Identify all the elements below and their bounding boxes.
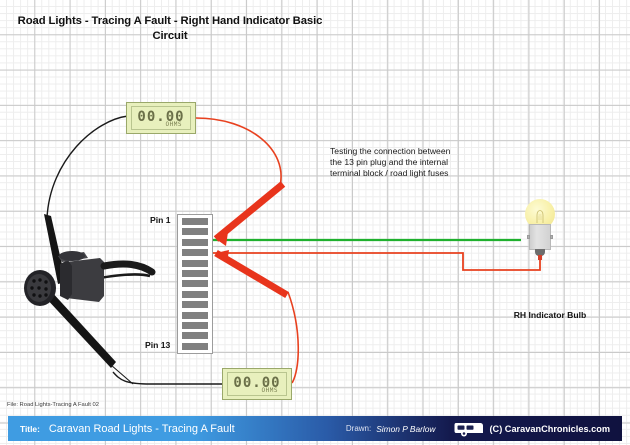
footer-title-label: Title: [20,423,40,434]
wire-red-block-to-bulb [212,252,541,271]
terminal-segment[interactable] [182,342,208,350]
meter-value: 00.00 [233,375,281,391]
meter-bezel: 00.00 OHMS [131,106,191,130]
multimeter-display-bottom[interactable]: 00.00 OHMS [222,368,292,400]
wire-black-to-bottom-meter [112,371,222,385]
terminal-segment[interactable] [182,249,208,257]
file-label: File: Road Lights-Tracing A Fault 02 [7,402,99,408]
terminal-segment[interactable] [182,322,208,330]
probe-red-lower [214,249,289,299]
bulb-bayonet-pip [550,235,553,239]
page-title: Road Lights - Tracing A Fault - Right Ha… [17,15,323,42]
terminal-segment[interactable] [182,270,208,278]
terminal-segment[interactable] [182,332,208,340]
terminal-block[interactable] [177,214,213,354]
pin-13-label: Pin 13 [145,340,171,350]
probe-black-lower-lead [110,364,134,385]
multimeter-display-top[interactable]: 00.00 OHMS [126,102,196,134]
annotation-note: Testing the connection between the 13 pi… [330,146,451,179]
footer-drawn-name: Simon P Barlow [376,423,436,434]
footer-drawn-label: Drawn: [345,424,372,433]
wire-red-to-upper-probe [195,117,282,187]
bulb-contact [538,255,542,260]
terminal-segment[interactable] [182,259,208,267]
footer-credits: Drawn: Simon P Barlow (C) CaravanChronic… [346,420,610,437]
meter-value: 00.00 [137,109,185,125]
meter-unit: OHMS [165,121,182,128]
terminal-segment[interactable] [182,290,208,298]
footer-title-text: Caravan Road Lights - Tracing A Fault [48,422,235,435]
thirteen-pin-plug [24,251,156,306]
terminal-segment[interactable] [182,238,208,246]
probe-red-upper [213,181,286,242]
footer-copyright: (C) CaravanChronicles.com [489,423,611,434]
probe-red-upper-tip [216,232,228,246]
pin-1-label: Pin 1 [150,215,171,225]
bulb-tip [535,249,545,256]
terminal-segment[interactable] [182,228,208,236]
bulb-bayonet-pip [527,235,530,239]
terminal-segment[interactable] [182,218,208,225]
probe-black-lower [44,290,116,368]
caravan-icon [454,423,483,437]
terminal-segment[interactable] [182,301,208,309]
bulb-base [529,224,551,250]
probe-red-lower-tip [216,250,229,263]
meter-bezel: 00.00 OHMS [227,372,287,396]
bulb-caption: RH Indicator Bulb [513,310,587,320]
wire-red-to-bottom-meter [287,291,300,384]
footer-title-block: Title: Caravan Road Lights - Tracing A F… [8,416,622,441]
wire-black-to-top-meter [46,115,129,219]
meter-unit: OHMS [261,387,278,394]
terminal-segment[interactable] [182,280,208,288]
terminal-segment[interactable] [182,311,208,319]
indicator-bulb[interactable] [518,199,562,267]
bulb-filament-icon [536,210,544,223]
